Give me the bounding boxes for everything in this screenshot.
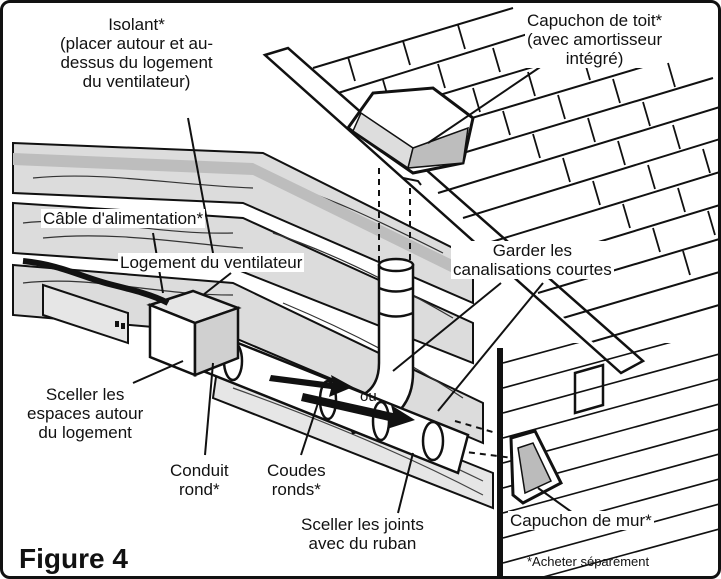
duct-path-dashes — [378, 168, 514, 459]
insulation-batt — [13, 153, 463, 278]
label-fan-housing: Logement du ventilateur — [118, 253, 305, 272]
figure-title: Figure 4 — [19, 543, 128, 574]
label-or: ou — [360, 388, 377, 405]
roof-cap-illustration — [345, 86, 475, 186]
airflow-arrow-icon — [269, 375, 415, 429]
diagram-artwork — [12, 3, 718, 576]
label-roof-cap: Capuchon de toit* (avec amortisseur inté… — [525, 11, 665, 68]
label-seal-joints: Sceller les joints avec du ruban — [299, 515, 426, 553]
attic-joists — [12, 141, 484, 445]
label-round-elbows: Coudes ronds* — [265, 461, 328, 499]
fan-housing-illustration — [146, 289, 242, 377]
label-seal-housing: Sceller les espaces autour du logement — [25, 385, 146, 442]
side-joist — [42, 283, 129, 345]
label-wall-cap: Capuchon de mur* — [508, 511, 654, 530]
joist-holes — [115, 321, 125, 329]
exterior-wall — [497, 343, 718, 576]
vertical-duct — [339, 257, 415, 435]
label-insulation: Isolant* (placer autour et au- dessus du… — [58, 15, 216, 91]
power-cable — [22, 258, 170, 306]
leader-lines — [132, 54, 574, 514]
label-round-duct: Conduit rond* — [168, 461, 231, 499]
label-keep-ducts-short: Garder les canalisations courtes — [451, 241, 614, 279]
footnote: *Acheter séparément — [527, 554, 650, 569]
wall-cap-illustration — [509, 429, 563, 505]
label-power-cable: Câble d'alimentation* — [41, 209, 206, 228]
